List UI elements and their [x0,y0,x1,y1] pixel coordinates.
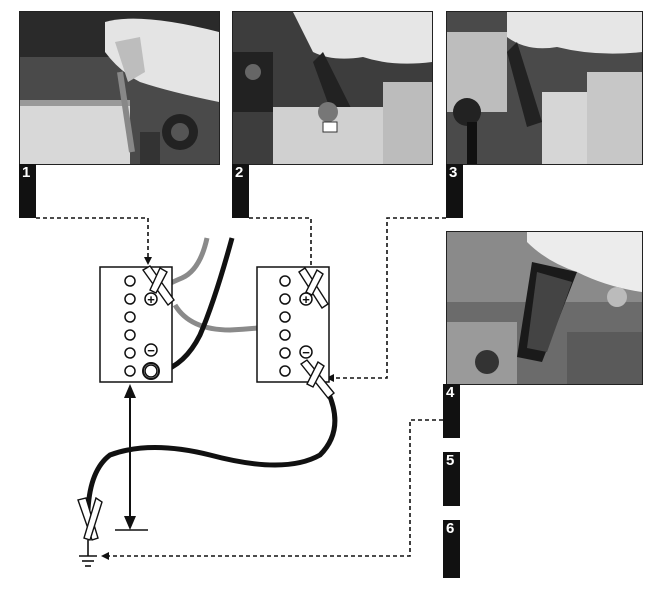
step-2-photo-illustration [233,12,432,164]
leader-step-1 [36,217,149,258]
step-4-label: 4 [443,384,460,438]
donor-positive-terminal [144,292,158,306]
step-2-photo [232,11,433,165]
flat-positive-terminal [299,292,313,306]
negative-cable-donor [159,237,235,375]
leader-step-4 [108,419,443,557]
negative-cable-ground [85,390,338,511]
step-1-label: 1 [19,164,36,218]
leader-step-3 [333,217,446,379]
flat-negative-terminal [299,345,313,359]
step-6-label: 6 [443,520,460,578]
flat-battery-cells [279,275,313,377]
step-1-photo [19,11,220,165]
step-3-label: 3 [446,164,463,218]
ground-clamp-icon [77,496,103,541]
leader-lines [36,217,446,557]
arrowhead-step-3 [326,374,334,382]
ground-symbol-icon [79,540,97,567]
step-5-label: 5 [443,452,460,506]
flat-positive-clamp-icon [298,267,329,309]
arrowhead-step-1 [144,257,152,265]
arrowhead-step-4 [101,552,109,560]
donor-positive-clamp-icon [141,265,175,307]
donor-negative-symbol: − [147,343,155,358]
step-2-label: 2 [232,164,249,218]
step-3-photo-illustration [447,12,642,164]
donor-positive-symbol: + [147,292,155,307]
clamps [77,265,335,541]
clearance-arrow-icon [115,384,148,531]
donor-negative-clamp-icon [142,362,160,380]
step-4-photo [446,231,643,385]
flat-negative-clamp-icon [299,359,335,399]
leader-step-2 [249,217,312,268]
step-3-photo [446,11,643,165]
step-1-photo-illustration [20,12,219,164]
donor-battery-cells [124,275,158,378]
step-4-photo-illustration [447,232,642,384]
flat-negative-symbol: − [302,345,310,360]
donor-negative-terminal [144,343,158,357]
flat-positive-symbol: + [302,292,310,307]
